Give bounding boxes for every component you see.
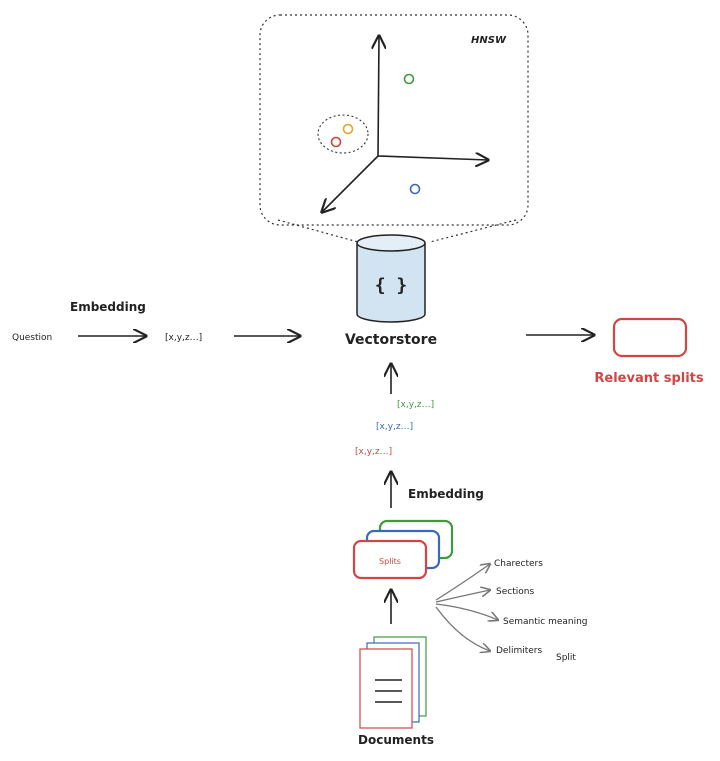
splits-embedding-label: Embedding (408, 487, 484, 501)
vector-green: [x,y,z…] (397, 400, 434, 410)
split-group-label: Split (556, 653, 576, 663)
point-red (330, 136, 342, 148)
point-yellow (342, 123, 354, 135)
vectorstore-label: Vectorstore (345, 332, 437, 348)
vector-blue: [x,y,z…] (376, 422, 413, 432)
question-label: Question (12, 333, 52, 343)
documents-stack-icon (359, 636, 427, 729)
hnsw-zoom-box: HNSW (259, 14, 529, 243)
point-blue (409, 183, 421, 195)
split-method-delimiters: Delimiters (496, 646, 543, 656)
split-method-semantic: Semantic meaning (503, 617, 588, 627)
axes-3d (322, 36, 488, 212)
splits-stack: Splits (352, 519, 454, 580)
split-method-characters: Charecters (494, 559, 543, 569)
relevant-splits-label: Relevant splits (594, 371, 704, 386)
relevant-splits-box (612, 317, 688, 358)
vector-red: [x,y,z…] (355, 447, 392, 457)
question-vector: [x,y,z…] (165, 333, 202, 343)
split-method-sections: Sections (496, 587, 534, 597)
splits-label: Splits (379, 557, 401, 566)
braces-icon: { } (375, 275, 408, 296)
point-green (403, 73, 415, 85)
split-method-arrows (435, 564, 498, 651)
vectorstore-cylinder-icon: { } (356, 234, 426, 323)
question-embedding-label: Embedding (70, 300, 146, 314)
cluster-ring (317, 114, 369, 154)
hnsw-label: HNSW (471, 35, 507, 46)
documents-label: Documents (358, 733, 434, 747)
